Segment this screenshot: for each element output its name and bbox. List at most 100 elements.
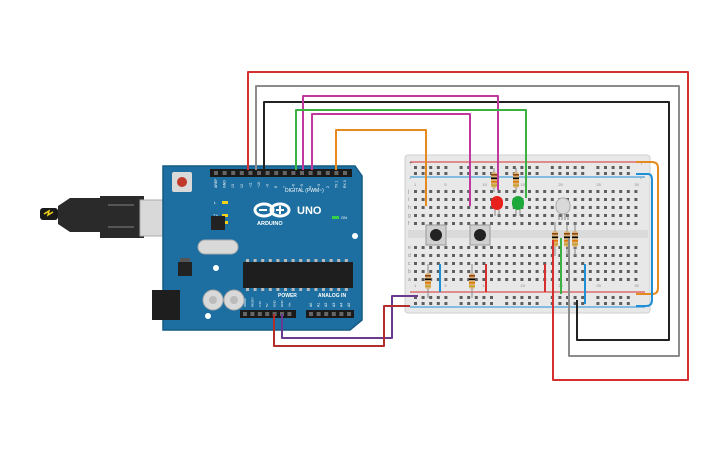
analog-pin-hole[interactable] <box>309 312 313 316</box>
reset-button-cap[interactable] <box>177 177 187 187</box>
row-letter: b <box>408 269 411 275</box>
resistor-button-2[interactable] <box>469 264 475 298</box>
column-number: 1 <box>414 283 417 288</box>
wire-rail-blue[interactable] <box>636 173 653 307</box>
column-number: 15 <box>520 283 525 288</box>
l-led <box>222 201 228 204</box>
mounting-hole <box>213 265 219 271</box>
push-button-2[interactable] <box>469 224 491 246</box>
column-number: 15 <box>520 182 525 187</box>
power-pin-hole[interactable] <box>250 312 255 316</box>
digital-pin-hole[interactable] <box>343 171 347 175</box>
power-pin-hole[interactable] <box>243 312 247 316</box>
digital-pin-hole[interactable] <box>265 171 270 175</box>
digital-pin-label: ~6 <box>291 184 295 188</box>
row-letter: d <box>408 253 411 259</box>
digital-pin-hole[interactable] <box>317 171 322 175</box>
power-jack[interactable] <box>152 290 180 320</box>
analog-pin-label: A2 <box>324 303 328 307</box>
power-pin-label: GND <box>273 300 277 308</box>
wire-maroon[interactable] <box>273 305 410 347</box>
wire-rail-orange[interactable] <box>636 161 659 295</box>
tx-led <box>222 214 228 217</box>
analog-pin-label: A0 <box>309 303 313 307</box>
power-pin-label: Vin <box>287 302 291 307</box>
push-button-1[interactable] <box>425 224 447 246</box>
digital-pin-label: ~9 <box>266 184 270 188</box>
digital-pin-label: 7 <box>283 186 287 188</box>
analog-pin-hole[interactable] <box>316 312 321 316</box>
green-led[interactable] <box>512 196 524 216</box>
column-number: 5 <box>444 283 447 288</box>
wire-gray[interactable] <box>255 85 680 357</box>
center-channel <box>408 230 648 238</box>
row-letter: g <box>408 213 411 219</box>
digital-pin-hole[interactable] <box>248 171 253 175</box>
wire-red[interactable] <box>247 71 689 381</box>
analog-pin-hole[interactable] <box>347 312 351 316</box>
power-pin-hole[interactable] <box>265 312 270 316</box>
analog-pin-hole[interactable] <box>339 312 344 316</box>
red-led[interactable] <box>491 196 503 216</box>
digital-pin-hole[interactable] <box>274 171 279 175</box>
crystal <box>197 239 239 255</box>
power-pin-label: GND <box>280 300 284 308</box>
digital-pin-hole[interactable] <box>214 171 218 175</box>
brand-label: ARDUINO <box>257 221 283 227</box>
rail-minus-label-right: - <box>640 176 642 182</box>
digital-pin-label: AREF <box>214 179 218 188</box>
mounting-hole <box>352 233 358 239</box>
analog-pin-label: A4 <box>339 303 343 307</box>
rgb-led[interactable] <box>555 197 571 220</box>
column-number: 10 <box>482 182 487 187</box>
rail-minus-label: - <box>409 176 411 182</box>
wire-purple[interactable] <box>281 295 418 339</box>
digital-pin-hole[interactable] <box>325 171 330 175</box>
row-letter: e <box>408 245 411 251</box>
digital-pin-label: 2 <box>326 186 330 188</box>
digital-pin-hole[interactable] <box>239 171 244 175</box>
digital-pin-hole[interactable] <box>291 171 296 175</box>
l-label: L <box>214 200 217 205</box>
digital-pin-hole[interactable] <box>308 171 313 175</box>
wire-magenta-1[interactable] <box>302 95 499 190</box>
digital-pin-label: 12 <box>240 184 244 188</box>
resistor-green-led[interactable] <box>513 168 519 192</box>
digital-pin-label: ~11 <box>248 182 252 188</box>
resistor-rgb-3[interactable] <box>572 222 578 256</box>
column-number: 5 <box>444 182 447 187</box>
on-label: ON <box>341 215 347 220</box>
wire-green[interactable] <box>295 109 527 198</box>
digital-pin-hole[interactable] <box>222 171 227 175</box>
wire-orange[interactable] <box>335 129 427 206</box>
digital-pin-label: 8 <box>274 186 278 188</box>
resistor-red-led[interactable] <box>491 168 497 192</box>
column-number: 30 <box>634 182 639 187</box>
digital-pin-hole[interactable] <box>231 171 236 175</box>
row-letter: f <box>408 221 410 227</box>
analog-label: ANALOG IN <box>318 293 346 299</box>
digital-pin-hole[interactable] <box>300 171 304 175</box>
analog-header <box>306 310 354 318</box>
usb-cable[interactable] <box>40 196 173 238</box>
digital-pin-holes <box>214 171 347 175</box>
digital-pin-hole[interactable] <box>334 171 339 175</box>
analog-pin-hole[interactable] <box>324 312 329 316</box>
analog-pin-hole[interactable] <box>331 312 336 316</box>
power-pin-hole[interactable] <box>257 312 262 316</box>
wire-black[interactable] <box>263 101 670 341</box>
power-label: POWER <box>278 293 297 299</box>
digital-header <box>210 169 352 177</box>
digital-pin-label: ~10 <box>257 182 261 188</box>
resistor-button-1[interactable] <box>425 264 431 298</box>
power-pin-hole[interactable] <box>287 312 292 316</box>
wire-magenta-2[interactable] <box>311 113 471 206</box>
power-pin-label: IOREF <box>243 298 247 307</box>
digital-pin-hole[interactable] <box>282 171 287 175</box>
row-letter: j <box>407 189 409 195</box>
digital-pin-hole[interactable] <box>257 171 261 175</box>
digital-pin-label: ~3 <box>317 184 321 188</box>
